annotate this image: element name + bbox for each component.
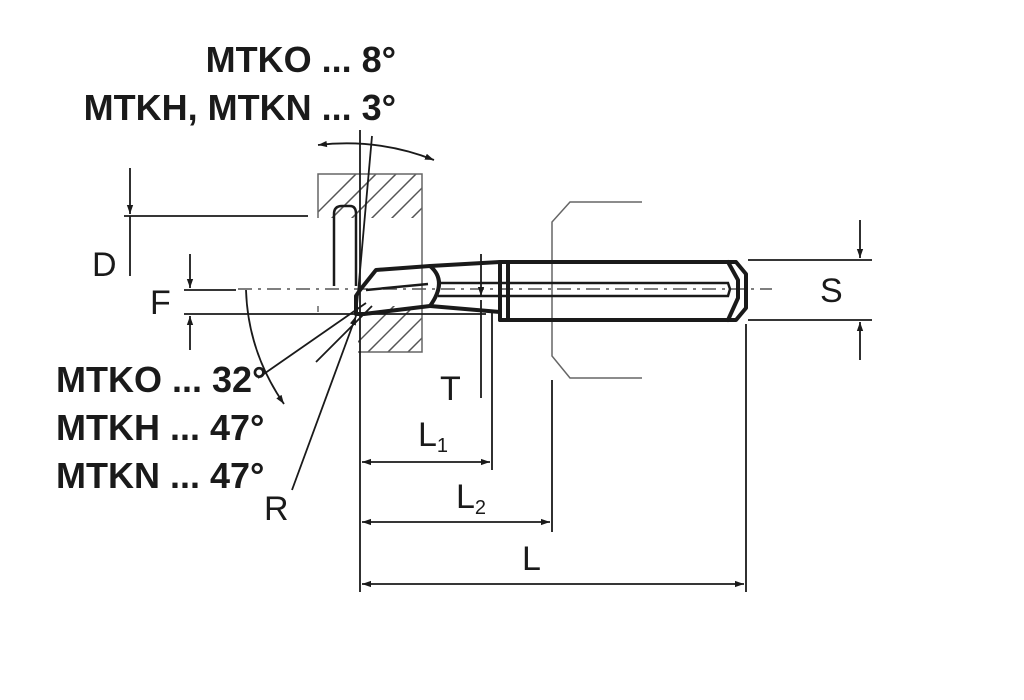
dimension-l-label: L	[522, 540, 541, 578]
lead-angle-mtkn-label: MTKN ... 47°	[56, 455, 264, 496]
dimension-r-label: R	[264, 490, 289, 528]
lead-angle-mtko-label: MTKO ... 32°	[56, 359, 266, 400]
dimension-s-label: S	[820, 272, 843, 310]
tool-body	[354, 260, 748, 322]
dimension-t	[477, 254, 493, 470]
clearance-angle-mtko-label: MTKO ... 8°	[206, 39, 396, 80]
dimension-s	[748, 220, 872, 360]
angle-construction	[245, 130, 435, 491]
dimension-f	[184, 254, 486, 350]
dimension-d-label: D	[92, 246, 117, 284]
lead-angle-mtkh-label: MTKH ... 47°	[56, 407, 264, 448]
clearance-angle-mtkh-mtkn-label: MTKH, MTKN ... 3°	[84, 87, 396, 128]
holder-outline	[551, 201, 642, 379]
dimension-l2-label: L2	[456, 478, 486, 519]
dimension-f-label: F	[150, 284, 171, 322]
dimension-l1-label: L1	[418, 416, 448, 457]
dimension-lengths	[359, 316, 747, 592]
dimension-d	[124, 168, 308, 276]
dimension-t-label: T	[440, 370, 461, 408]
